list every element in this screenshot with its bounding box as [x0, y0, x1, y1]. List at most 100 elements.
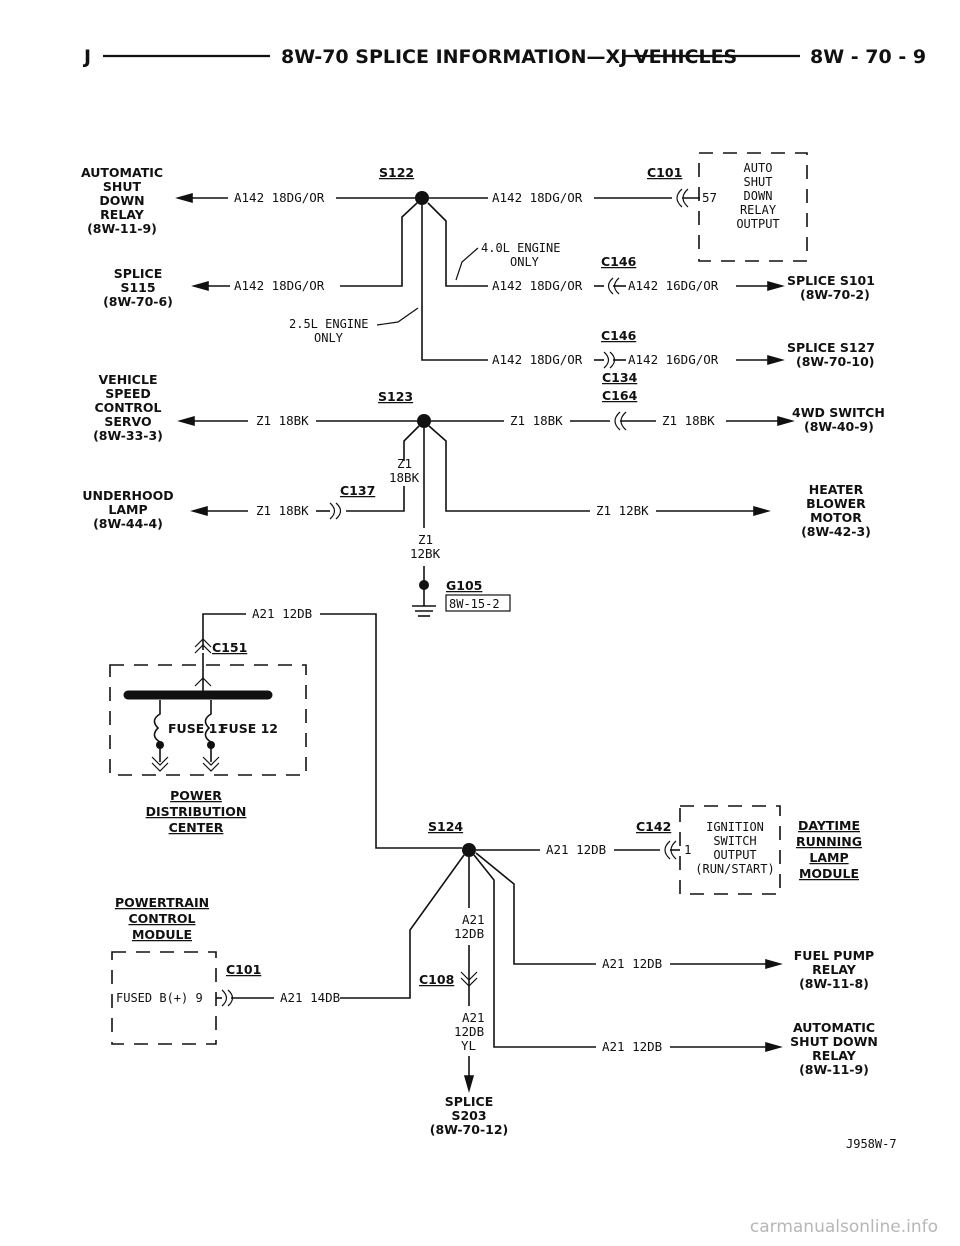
wire-to-c146a [427, 202, 488, 287]
connector-icon [202, 756, 220, 772]
svg-text:SHUT DOWN: SHUT DOWN [790, 1034, 878, 1049]
connector-c101-top: C101 [647, 165, 682, 180]
svg-text:RELAY: RELAY [100, 207, 145, 222]
svg-text:(8W-40-9): (8W-40-9) [804, 419, 874, 434]
svg-text:2.5L ENGINE: 2.5L ENGINE [289, 317, 368, 331]
svg-text:YL: YL [461, 1038, 476, 1053]
svg-text:SPLICE S127: SPLICE S127 [787, 340, 875, 355]
fuse-11-icon [153, 700, 161, 762]
connector-icon [603, 351, 616, 369]
svg-text:4.0L ENGINE: 4.0L ENGINE [481, 241, 560, 255]
splice-s115-label: SPLICE S115 (8W-70-6) [103, 266, 173, 309]
ground-ref: 8W-15-2 [449, 597, 500, 611]
svg-text:SHUT: SHUT [744, 175, 773, 189]
svg-text:CENTER: CENTER [169, 820, 224, 835]
connector-c101-bottom: C101 [226, 962, 261, 977]
connector-c151-icon [194, 638, 212, 654]
underhood-lamp-label: UNDERHOOD LAMP (8W-44-4) [82, 488, 173, 531]
svg-text:CONTROL: CONTROL [94, 400, 161, 415]
svg-text:DISTRIBUTION: DISTRIBUTION [146, 804, 247, 819]
svg-text:AUTOMATIC: AUTOMATIC [793, 1020, 875, 1035]
asd-relay-bottom-label: AUTOMATIC SHUT DOWN RELAY (8W-11-9) [790, 1020, 878, 1077]
svg-text:SERVO: SERVO [104, 414, 151, 429]
wire-label: A142 18DG/OR [492, 190, 583, 205]
power-distribution-label: POWER DISTRIBUTION CENTER [146, 788, 247, 835]
connector-c137-icon [329, 502, 342, 520]
svg-text:ONLY: ONLY [314, 331, 344, 345]
splice-s203-label: SPLICE S203 (8W-70-12) [430, 1094, 509, 1137]
connector-icon [151, 756, 169, 772]
wire-label-a21-12db-vertical: A21 12DB [454, 912, 485, 941]
svg-text:UNDERHOOD: UNDERHOOD [82, 488, 173, 503]
ground-ref-box [445, 594, 511, 612]
svg-text:A21: A21 [462, 1010, 485, 1025]
wire-label: Z1 18BK [256, 413, 309, 428]
svg-text:RUNNING: RUNNING [796, 834, 862, 849]
svg-text:(8W-70-2): (8W-70-2) [800, 287, 870, 302]
svg-text:12DB: 12DB [454, 1024, 484, 1039]
svg-text:VEHICLE: VEHICLE [98, 372, 157, 387]
connector-c142: C142 [636, 819, 671, 834]
wire-to-fuel-pump [475, 852, 596, 965]
svg-text:MODULE: MODULE [132, 927, 192, 942]
pin-57: 57 [702, 190, 717, 205]
fuse-12-icon [204, 700, 212, 762]
svg-text:18BK: 18BK [389, 470, 420, 485]
svg-text:MODULE: MODULE [799, 866, 859, 881]
fuel-pump-relay-label: FUEL PUMP RELAY (8W-11-8) [794, 948, 874, 991]
connector-c137: C137 [340, 483, 375, 498]
note-leader-25 [376, 307, 419, 326]
pcm-label: POWERTRAIN CONTROL MODULE [115, 895, 209, 942]
splice-s127-label: SPLICE S127 (8W-70-10) [787, 340, 875, 369]
fused-b-plus: FUSED B(+) 9 [116, 991, 203, 1005]
asd-output-label: AUTO SHUT DOWN RELAY OUTPUT [736, 161, 779, 231]
svg-text:RELAY: RELAY [740, 203, 777, 217]
wire-to-s115 [340, 202, 418, 287]
svg-text:(8W-42-3): (8W-42-3) [801, 524, 871, 539]
svg-text:(8W-70-10): (8W-70-10) [796, 354, 875, 369]
svg-text:SWITCH: SWITCH [713, 834, 756, 848]
svg-text:S115: S115 [120, 280, 155, 295]
note-40l-engine: 4.0L ENGINE ONLY [481, 241, 560, 269]
connector-c164: C164 [602, 388, 638, 403]
svg-text:(8W-11-9): (8W-11-9) [87, 221, 157, 236]
connector-icon [221, 989, 234, 1007]
figure-id: J958W-7 [846, 1137, 897, 1151]
wire-label: A142 16DG/OR [628, 352, 719, 367]
svg-text:SPLICE S101: SPLICE S101 [787, 273, 875, 288]
svg-text:CONTROL: CONTROL [128, 911, 195, 926]
arrow-head-icon [777, 415, 795, 427]
wire-label: A21 14DB [280, 990, 340, 1005]
splice-dot-s122 [415, 191, 429, 205]
note-25l-engine: 2.5L ENGINE ONLY [289, 317, 368, 345]
wire-label-z1-18bk-vertical: Z1 18BK [389, 456, 420, 485]
svg-text:(8W-11-9): (8W-11-9) [799, 1062, 869, 1077]
watermark: carmanualsonline.info [750, 1217, 938, 1237]
splice-label-s124: S124 [428, 819, 463, 834]
vss-label: VEHICLE SPEED CONTROL SERVO (8W-33-3) [93, 372, 163, 443]
connector-c134: C134 [602, 370, 638, 385]
wire-label: A21 12DB [252, 606, 312, 621]
svg-text:S203: S203 [451, 1108, 486, 1123]
asd-relay-top-label: AUTOMATIC SHUT DOWN RELAY (8W-11-9) [81, 165, 163, 236]
wire-label: Z1 18BK [256, 503, 309, 518]
wire-label: A21 12DB [602, 956, 662, 971]
wire-label-a21-12db-yl: A21 12DB YL [454, 1010, 485, 1053]
svg-text:OUTPUT: OUTPUT [713, 848, 756, 862]
connector-c146a: C146 [601, 254, 637, 269]
arrow-head-icon [765, 958, 783, 970]
svg-text:POWER: POWER [170, 788, 222, 803]
svg-text:ONLY: ONLY [510, 255, 540, 269]
svg-text:SHUT: SHUT [103, 179, 142, 194]
svg-text:DOWN: DOWN [99, 193, 144, 208]
page-title: 8W-70 SPLICE INFORMATION—XJ VEHICLES [281, 46, 737, 68]
svg-text:(8W-33-3): (8W-33-3) [93, 428, 163, 443]
svg-text:A21: A21 [462, 912, 485, 927]
svg-text:HEATER: HEATER [809, 482, 864, 497]
splice-s101-label: SPLICE S101 (8W-70-2) [787, 273, 875, 302]
svg-text:Z1: Z1 [418, 532, 433, 547]
wire-label: Z1 18BK [662, 413, 715, 428]
svg-text:POWERTRAIN: POWERTRAIN [115, 895, 209, 910]
